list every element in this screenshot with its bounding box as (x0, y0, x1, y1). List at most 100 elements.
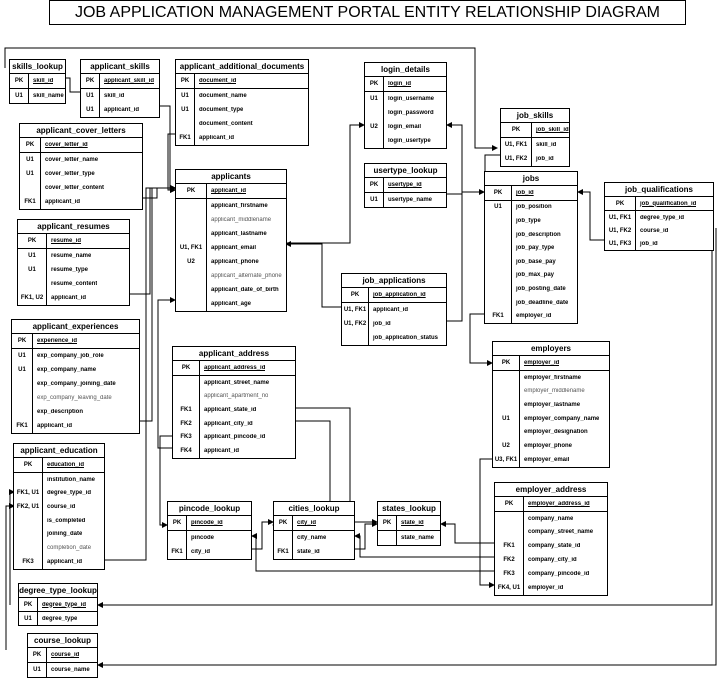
attribute-name: applicant_alternate_phone (211, 273, 282, 279)
attribute-key: PK (511, 127, 521, 133)
attribute-name: skill_id (104, 93, 125, 99)
attribute-name: city_id (297, 520, 317, 526)
attribute-name: applicant_state_id (204, 406, 257, 413)
entity-attribute-row: employer_designation (493, 425, 609, 439)
attribute-name: job_type (516, 217, 541, 224)
attribute-key: FK1, U2 (20, 295, 44, 301)
attribute-name: course_id (640, 227, 669, 234)
entity-attribute-row: applicant_street_name (173, 376, 295, 390)
attribute-key: U2 (502, 442, 510, 449)
attribute-key: PK (32, 652, 42, 658)
attribute-name: applicant_middlename (211, 217, 272, 223)
entity-title: applicant_skills (81, 60, 159, 74)
entity-attribute-row: state_name (378, 531, 440, 545)
rel-skills-job-skills (4, 47, 498, 151)
rel-emp-addr-cities (354, 533, 494, 558)
attribute-key: U1, FK2 (504, 156, 528, 162)
entity-title: applicant_experiences (12, 320, 139, 334)
attribute-key: PK (180, 78, 190, 84)
attribute-name: employer_company_name (524, 415, 600, 422)
attribute-name: document_type (199, 107, 244, 113)
attribute-name: resume_type (51, 267, 89, 273)
entity-attribute-row: company_name (495, 512, 607, 526)
rel-degree-education (9, 489, 15, 605)
attribute-key: U1 (86, 107, 94, 113)
attribute-name: applicant_apartment_no (204, 393, 269, 400)
attribute-name: usertype_name (388, 197, 433, 203)
attribute-name: document_id (199, 78, 237, 84)
entity-attribute-row: institution_name (14, 473, 104, 487)
attribute-name: job_posting_date (516, 285, 566, 292)
attribute-key: PK (25, 142, 35, 148)
attribute-key: FK1 (277, 549, 289, 555)
attribute-name: job_position (516, 204, 552, 211)
attribute-key: U1, FK1 (504, 142, 528, 148)
attribute-name: job_application_status (373, 335, 439, 341)
entity-title: usertype_lookup (365, 164, 446, 178)
attribute-name: applicant_id (45, 199, 81, 205)
entity-attribute-row: employer_lastname (493, 398, 609, 412)
attribute-name: applicant_firstname (211, 203, 268, 209)
attribute-key: PK (501, 359, 511, 366)
attribute-key: FK1 (24, 199, 36, 205)
attribute-name: job_base_pay (516, 258, 556, 265)
attribute-name: applicant_id (37, 423, 73, 429)
entity-attribute-row: completion_date (14, 541, 104, 555)
attribute-key: U1 (33, 667, 41, 673)
attribute-name: company_city_id (528, 557, 577, 564)
attribute-name: applicant_id (373, 307, 409, 313)
rel-pincode-cities (252, 519, 274, 550)
attribute-name: applicant_age (211, 301, 252, 307)
attribute-name: usertype_id (388, 182, 422, 188)
attribute-key: FK1 (492, 313, 504, 320)
attribute-key: FK1 (503, 543, 515, 550)
entity-attribute-row: document_content (176, 117, 308, 131)
entity-attribute-row: employer_middlename (493, 384, 609, 398)
attribute-key: FK4 (180, 447, 192, 454)
attribute-name: degree_type_id (47, 490, 92, 497)
attribute-key: PK (493, 189, 503, 196)
rel-job-qual-jobs (577, 189, 604, 241)
entity-attribute-row: joining_date (14, 527, 104, 541)
attribute-name: course_id (51, 652, 80, 658)
entity-attribute-row: PK employer_id (493, 356, 609, 371)
entity-attribute-row: PK document_id (176, 74, 308, 89)
attribute-key: PK (615, 200, 625, 207)
attribute-name: course_name (51, 667, 90, 673)
attribute-key: U1 (181, 93, 189, 99)
attribute-key: U1, FK1 (179, 245, 203, 251)
rel-address-applicants (157, 297, 176, 449)
attribute-name: employer_id (524, 359, 560, 366)
attribute-key: FK1 (179, 135, 191, 141)
rel-job-app-applicants (285, 241, 341, 308)
attribute-key: PK (382, 520, 392, 526)
attribute-name: applicant_email (211, 245, 257, 251)
attribute-key: PK (23, 461, 33, 468)
entity-attribute-row: city_name (274, 531, 354, 545)
attribute-key: U2 (187, 259, 195, 265)
attribute-key: U1 (18, 367, 26, 373)
entity-attribute-row: applicant_age (176, 297, 286, 311)
attribute-key: U1 (370, 96, 378, 102)
attribute-key: PK (504, 500, 514, 507)
attribute-key: U1 (24, 615, 32, 622)
